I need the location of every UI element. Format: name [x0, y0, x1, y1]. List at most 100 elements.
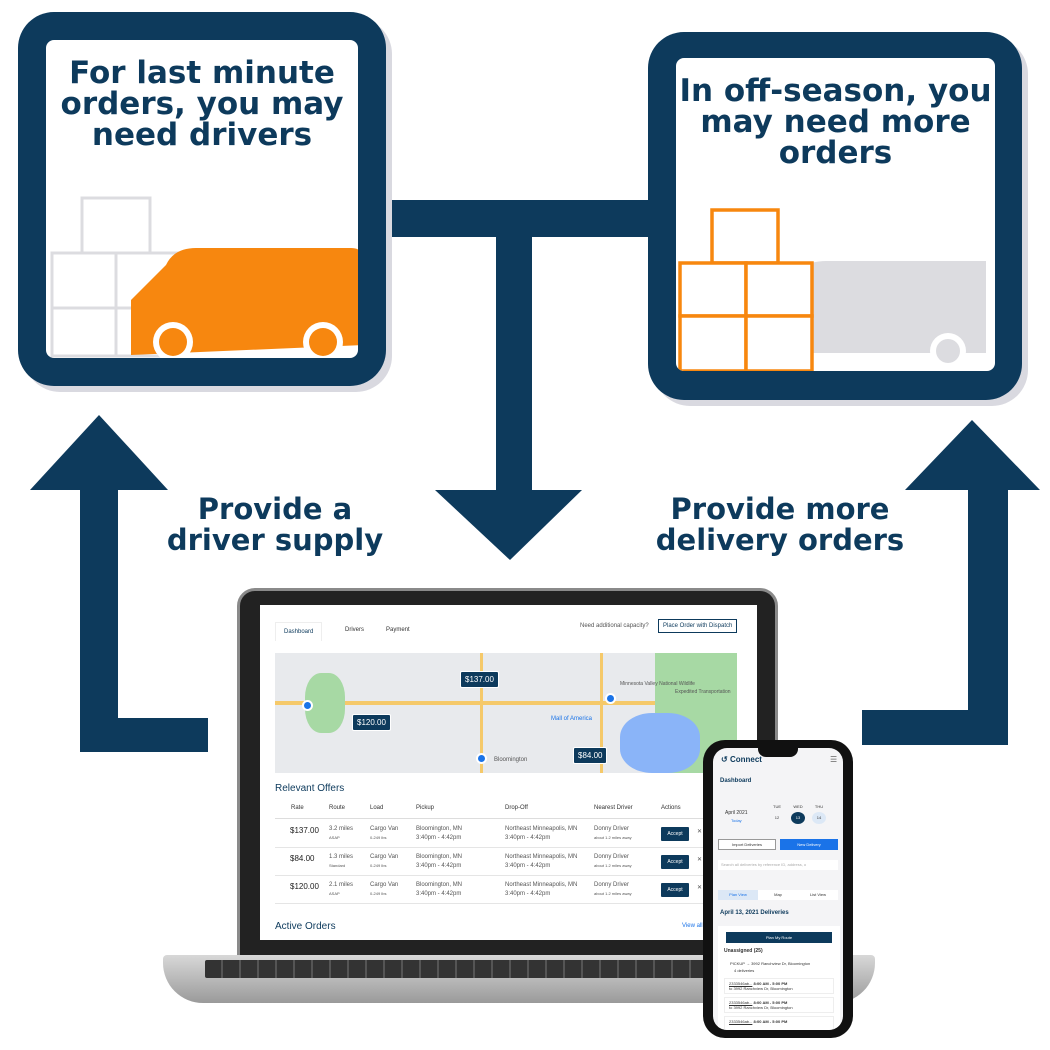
- today-link[interactable]: Today: [731, 818, 742, 823]
- highway: [480, 653, 483, 773]
- new-delivery-button[interactable]: New Delivery: [780, 839, 838, 850]
- delivery-time: 8:00 AM - 5:00 PM: [753, 1000, 788, 1005]
- left-arrow-foot: [80, 718, 208, 752]
- down-arrowhead: [435, 490, 582, 560]
- cell-pickup: Bloomington, MN: [416, 882, 463, 888]
- tab-map[interactable]: Map: [758, 890, 798, 900]
- import-deliveries-button[interactable]: Import Deliveries: [718, 839, 776, 850]
- accept-button[interactable]: Accept: [661, 883, 689, 897]
- unassigned-group[interactable]: Unassigned (25): [724, 948, 763, 954]
- dismiss-icon[interactable]: ✕: [697, 885, 703, 891]
- column-header: Route: [329, 805, 346, 811]
- accept-button[interactable]: Accept: [661, 855, 689, 869]
- right-arrow-shaft: [968, 485, 1008, 745]
- price-pin[interactable]: $137.00: [460, 671, 499, 688]
- pickup-address: 3992 Ranchview Dr, Bloomington: [751, 961, 811, 966]
- day-of-week: TUE: [773, 804, 781, 809]
- capacity-text: Need additional capacity?: [580, 623, 649, 629]
- plan-route-button[interactable]: Plan My Route: [726, 932, 832, 943]
- cell-route: 3.2 miles: [329, 826, 354, 832]
- title-line: need drivers: [91, 117, 313, 153]
- delivery-time: 8:00 AM - 5:00 PM: [753, 1019, 788, 1024]
- route-card: Plan My Route Unassigned (25) PICKUP → 3…: [718, 926, 840, 1030]
- cell-load_sub: 0-249 lbs: [370, 835, 387, 840]
- title-line: For last minute: [69, 55, 335, 91]
- cell-route: 1.3 miles: [329, 854, 354, 860]
- cell-pickup_time: 3:40pm - 4:42pm: [416, 863, 462, 869]
- search-deliveries-input[interactable]: Search all deliveries by reference ID, a…: [718, 860, 838, 870]
- cell-driver: Donny Driver: [594, 882, 630, 888]
- driver-location-dot[interactable]: [605, 693, 616, 704]
- delivery-address: to 3992 Ranchview Dr, Bloomington: [729, 986, 793, 991]
- map-label: Minnesota Valley National Wildlife: [620, 681, 695, 687]
- highway: [275, 701, 737, 705]
- dismiss-icon[interactable]: ✕: [697, 829, 703, 835]
- delivery-id[interactable]: 2333546ab...: [729, 1000, 753, 1005]
- tab-dashboard[interactable]: Dashboard: [275, 622, 323, 641]
- column-header: Rate: [291, 805, 304, 811]
- active-orders-title: Active Orders: [275, 921, 336, 932]
- cell-pickup_time: 3:40pm - 4:42pm: [416, 835, 462, 841]
- cell-load: Cargo Van: [370, 826, 399, 832]
- cell-driver: Donny Driver: [594, 854, 630, 860]
- driver-location-dot[interactable]: [476, 753, 487, 764]
- delivery-time: 8:00 AM - 5:00 PM: [753, 981, 788, 986]
- label-line: Provide a: [197, 492, 353, 526]
- map-label: Expedited Transportation: [675, 689, 731, 695]
- delivery-id[interactable]: 2333546ab...: [729, 1019, 753, 1024]
- place-order-button[interactable]: Place Order with Dispatch: [658, 619, 738, 633]
- cell-dropoff_time: 3:40pm - 4:42pm: [505, 891, 551, 897]
- driver-need-card: For last minute orders, you may need dri…: [46, 40, 358, 358]
- delivery-item[interactable]: 2333546ab... 8:00 AM - 5:00 PM: [724, 1016, 834, 1030]
- cell-load: Cargo Van: [370, 854, 399, 860]
- column-header: Drop-Off: [505, 805, 528, 811]
- map[interactable]: Mall of America Minnesota Valley Nationa…: [275, 653, 737, 773]
- connect-mobile-screen: ↺ Connect ☰ Dashboard April 2021 Today T…: [713, 748, 843, 1030]
- tab-list-view[interactable]: List View: [798, 890, 838, 900]
- delivery-id[interactable]: 2333546ab...: [729, 981, 753, 986]
- map-label: Bloomington: [494, 757, 528, 763]
- accept-button[interactable]: Accept: [661, 827, 689, 841]
- right-arrow-foot: [862, 710, 1008, 745]
- label-line: delivery orders: [655, 523, 905, 557]
- day-number: 14: [812, 812, 826, 824]
- offers-table-header: Rate Route Load Pickup Drop-Off Nearest …: [275, 805, 705, 819]
- tab-plan-view[interactable]: Plan View: [718, 890, 758, 900]
- price-pin[interactable]: $120.00: [352, 714, 391, 731]
- day-number: 13: [791, 812, 805, 824]
- cell-route: 2.1 miles: [329, 882, 354, 888]
- view-all-link[interactable]: View all: [682, 923, 703, 929]
- cell-rate: $137.00: [290, 826, 319, 835]
- laptop-keyboard: [205, 960, 835, 978]
- column-header: Nearest Driver: [594, 805, 633, 811]
- orange-van-with-boxes-icon: [50, 196, 358, 358]
- down-arrow-shaft: [496, 200, 532, 495]
- highway: [600, 653, 603, 773]
- driver-location-dot[interactable]: [302, 700, 313, 711]
- price-pin[interactable]: $84.00: [573, 747, 608, 764]
- dismiss-icon[interactable]: ✕: [697, 857, 703, 863]
- cell-load: Cargo Van: [370, 882, 399, 888]
- title-line: orders, you may: [60, 86, 344, 122]
- tab-drivers[interactable]: Drivers: [345, 627, 364, 633]
- label-line: driver supply: [166, 523, 384, 557]
- order-need-title: In off-season, you may need more orders: [676, 76, 995, 169]
- cell-rate: $120.00: [290, 882, 319, 891]
- right-arrowhead: [905, 420, 1040, 490]
- cell-driver_sub: about 1.2 miles away: [594, 835, 632, 840]
- driver-need-title: For last minute orders, you may need dri…: [46, 58, 358, 151]
- connect-logo: ↺ Connect: [721, 755, 762, 764]
- menu-icon[interactable]: ☰: [830, 755, 838, 764]
- cell-load_sub: 0-249 lbs: [370, 863, 387, 868]
- cell-route_sub: Standard: [329, 863, 346, 868]
- pickup-label: PICKUP: [730, 961, 745, 966]
- tab-payment[interactable]: Payment: [386, 627, 410, 633]
